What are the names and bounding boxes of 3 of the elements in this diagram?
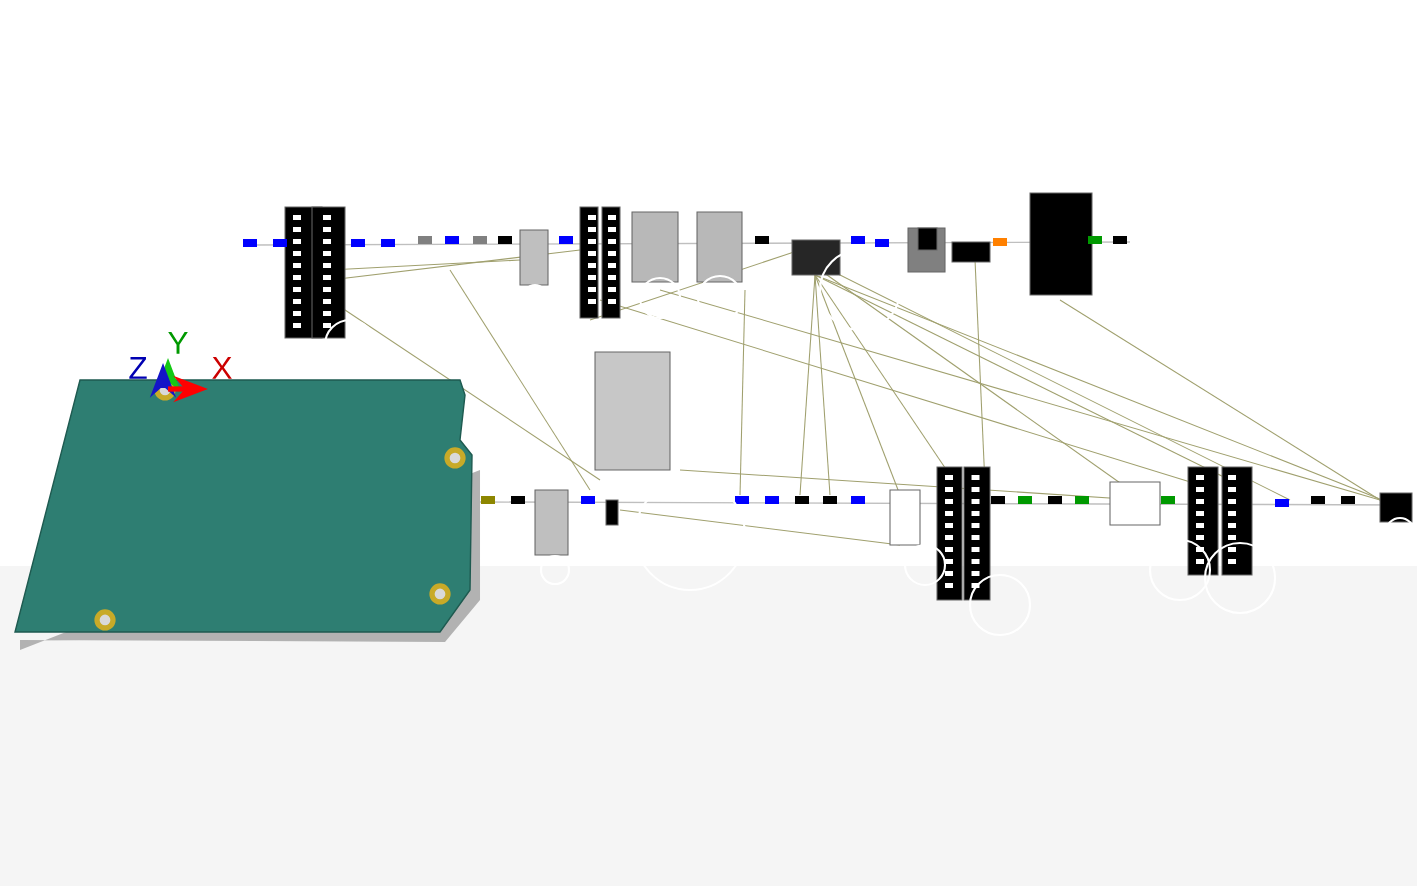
axis-label: Z [129, 357, 147, 379]
axis-label: X [212, 357, 232, 379]
axis-label: Y [168, 332, 188, 354]
